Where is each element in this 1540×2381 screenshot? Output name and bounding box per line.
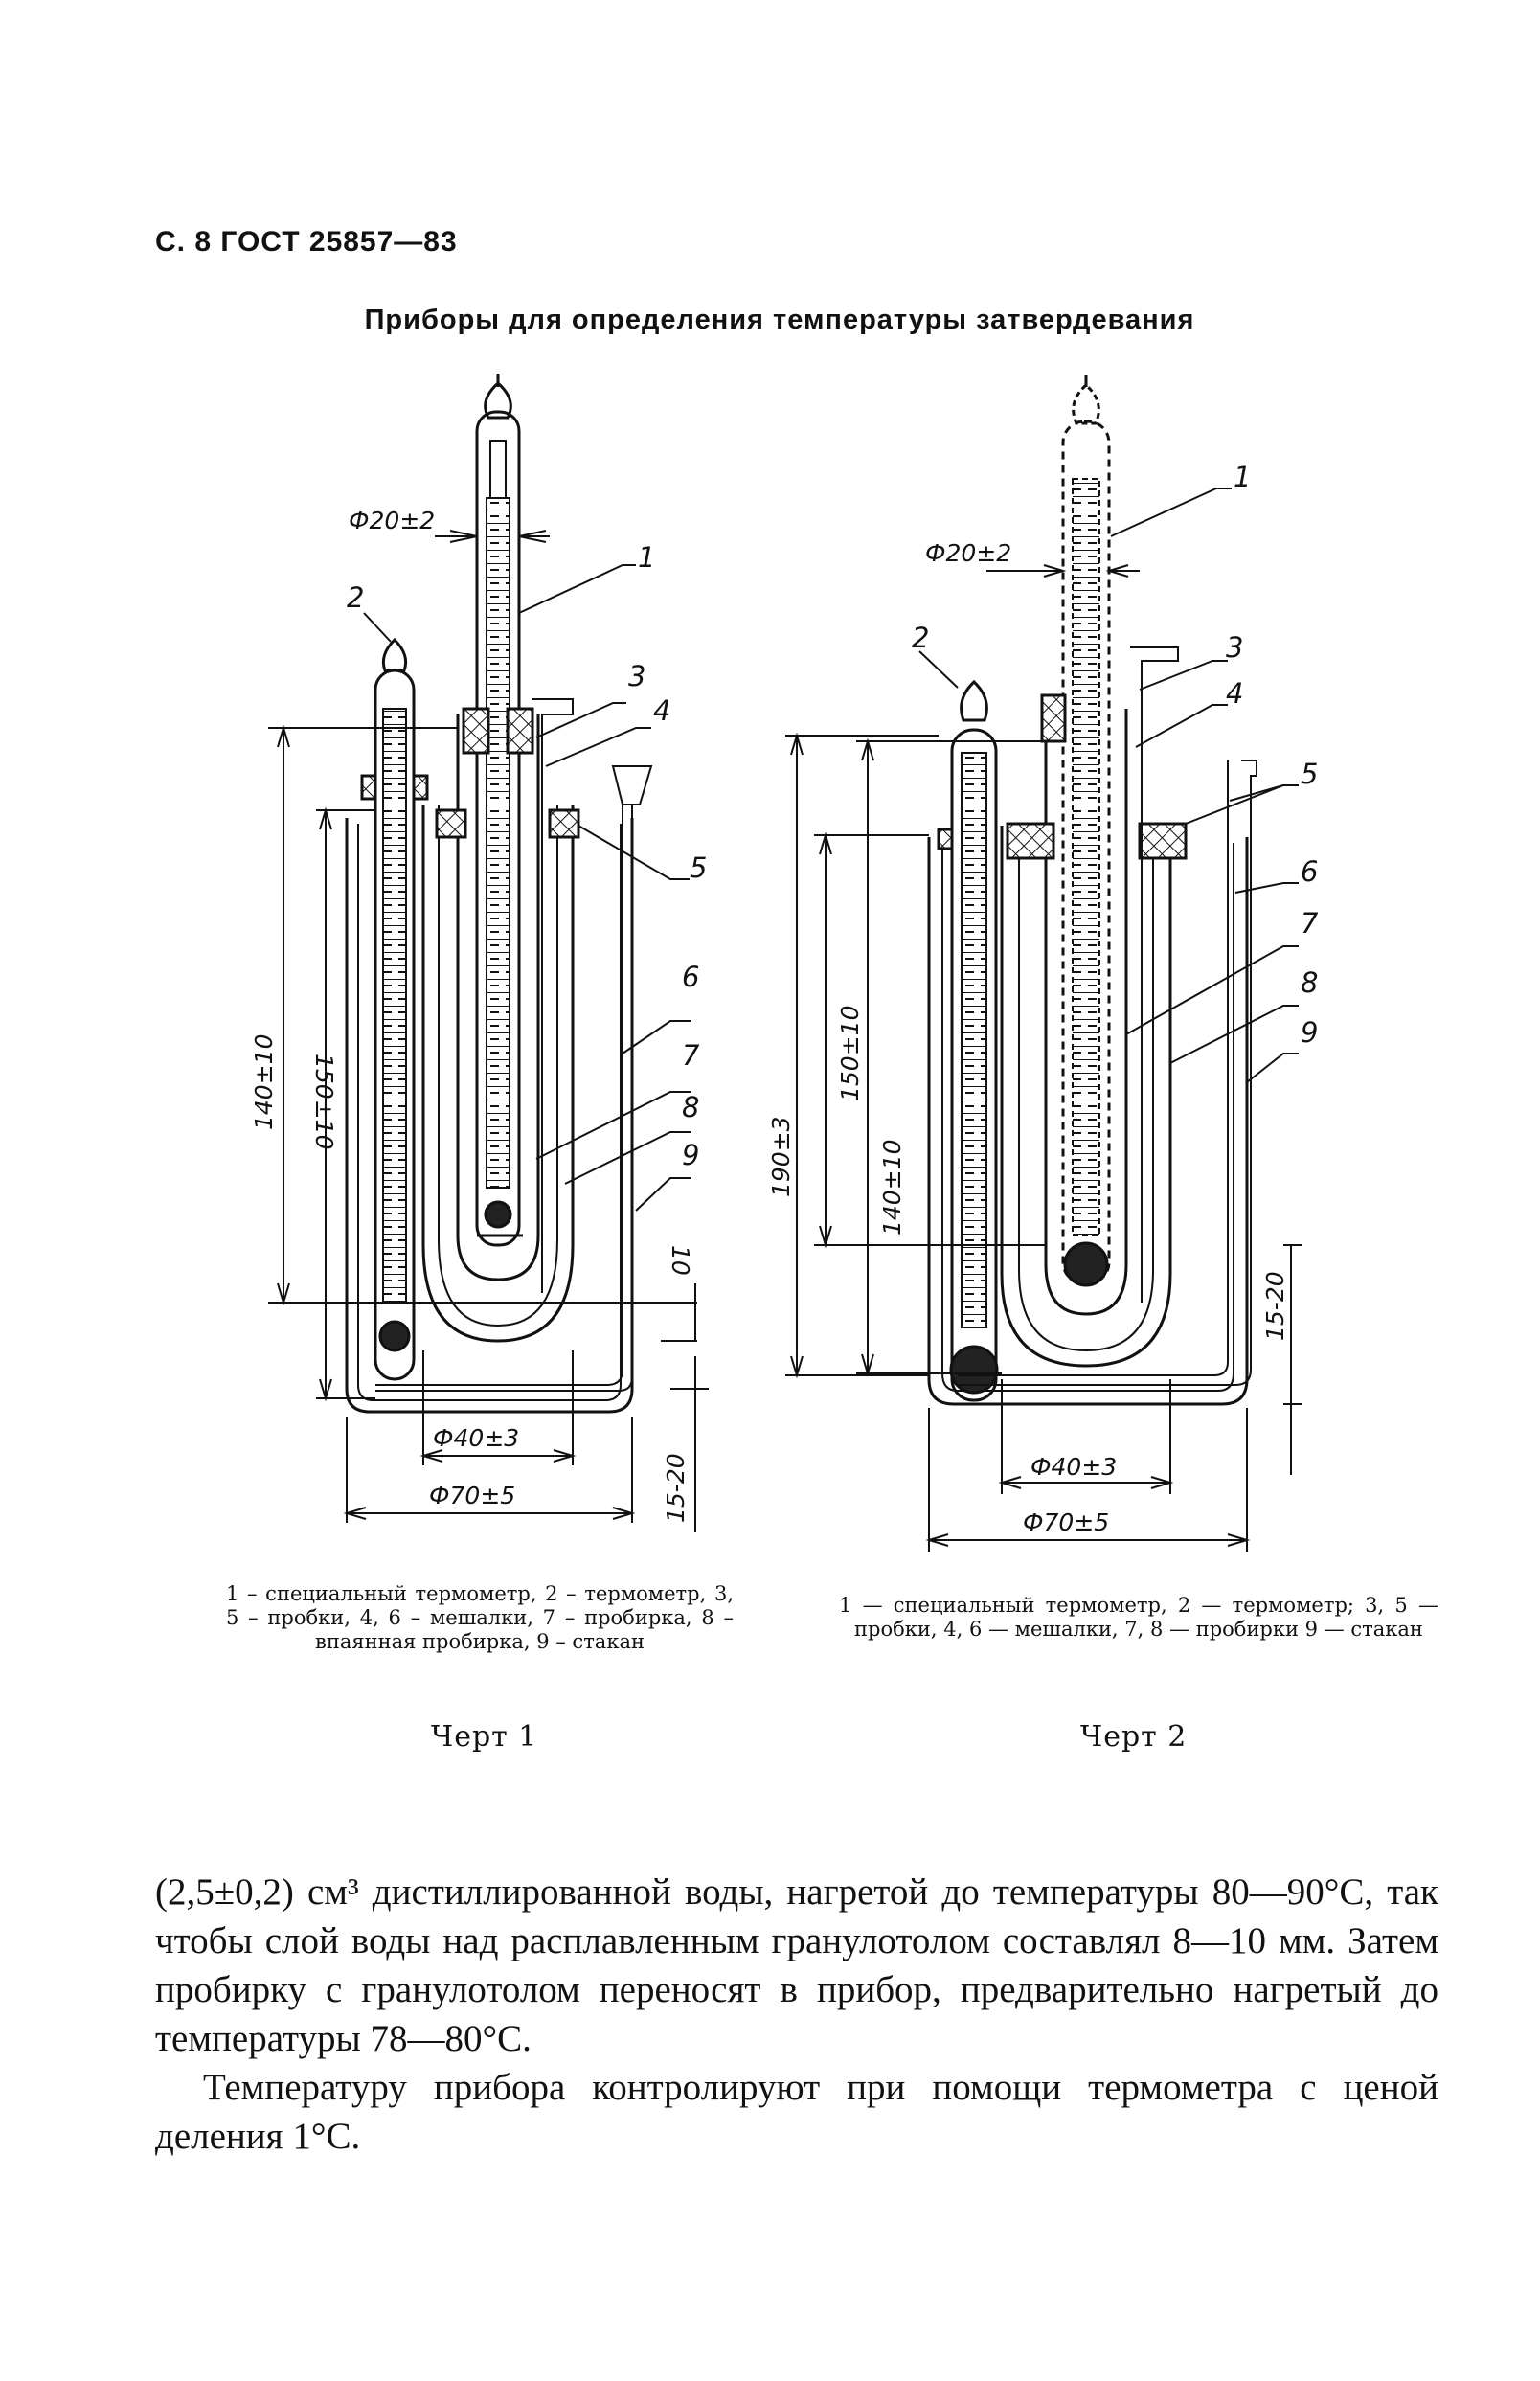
f2-cork-5: [1006, 822, 1055, 860]
f1-stirrer-4: [532, 698, 574, 1293]
body-text: (2,5±0,2) см³ дистиллированной воды, наг…: [155, 1868, 1438, 2161]
f2-tube-outer: [1000, 826, 1172, 1368]
f2-dim-top-diameter: Ф20±2: [925, 539, 1011, 567]
f2-callout-5: 5: [1301, 758, 1318, 790]
f1-callout-4: 4: [653, 694, 670, 727]
f1-callout-1: 1: [638, 541, 655, 574]
f1-dim-d70: Ф70±5: [429, 1482, 515, 1509]
f1-dim-d40: Ф40±3: [433, 1424, 519, 1452]
f2-dim-140: 140±10: [878, 1140, 906, 1236]
f1-callout-7: 7: [682, 1039, 700, 1072]
f2-dim-d40: Ф40±3: [1030, 1453, 1117, 1481]
f2-callout-2: 2: [912, 622, 929, 654]
figure2-caption: 1 — специальный термометр, 2 — термометр…: [839, 1594, 1438, 1641]
f2-beaker: [927, 837, 1249, 1406]
f2-dim-190: 190±3: [767, 1116, 795, 1197]
f1-dim-140: 140±10: [250, 1034, 278, 1130]
f2-dim-d70: Ф70±5: [1023, 1508, 1109, 1536]
figure1-caption: 1 – специальный термометр, 2 – термометр…: [226, 1582, 734, 1653]
f1-cork-5: [435, 808, 467, 839]
f1-callout-9: 9: [682, 1139, 699, 1171]
f1-thermometer-1: [475, 410, 521, 1247]
f1-dim-150: 150±10: [310, 1054, 338, 1149]
f2-callout-8: 8: [1301, 966, 1318, 999]
f2-test-tube: [1044, 709, 1128, 1316]
f2-dim-bottom: 15-20: [1261, 1271, 1289, 1341]
f2-callout-4: 4: [1226, 677, 1243, 710]
f1-cork-3: [462, 707, 490, 755]
f1-callout-6: 6: [682, 961, 699, 993]
f2-callout-1: 1: [1234, 461, 1251, 493]
f2-stirrer-6: [958, 760, 1257, 1386]
f2-cork-3: [1040, 693, 1067, 743]
f2-callout-9: 9: [1301, 1016, 1318, 1049]
f2-callout-3: 3: [1226, 631, 1243, 664]
paragraph-2: Температуру прибора контролируют при пом…: [155, 2067, 1438, 2157]
f1-dim-top-diameter: Ф20±2: [349, 507, 435, 534]
figure2-drawing: [785, 375, 1302, 1552]
figure1-drawing: [268, 374, 709, 1532]
f2-callout-6: 6: [1301, 855, 1318, 888]
f1-tube-outer: [421, 805, 575, 1343]
f1-dim-10: 10: [667, 1245, 694, 1276]
page-header: С. 8 ГОСТ 25857—83: [155, 226, 458, 258]
f1-callout-5: 5: [690, 851, 707, 884]
f1-callout-2: 2: [347, 581, 364, 614]
f1-test-tube: [456, 714, 540, 1281]
figure2-label: Черт 2: [1080, 1720, 1188, 1754]
f1-callout-8: 8: [682, 1091, 699, 1123]
figure-title: Приборы для определения температуры затв…: [364, 305, 1195, 335]
f2-dim-150: 150±10: [836, 1006, 864, 1101]
f1-stirrer-6: [611, 765, 653, 805]
figure1-label: Черт 1: [431, 1720, 538, 1754]
f2-bulb-1: [1063, 1241, 1109, 1287]
f2-thermometer-2: [950, 728, 998, 1402]
f2-stirrer-4: [1130, 646, 1179, 1303]
f2-callout-7: 7: [1301, 907, 1319, 940]
f2-bulb-2: [949, 1345, 999, 1395]
paragraph-1: (2,5±0,2) см³ дистиллированной воды, наг…: [155, 1871, 1438, 2059]
f1-dim-bottom: 15-20: [662, 1453, 690, 1523]
f1-callout-3: 3: [628, 660, 645, 692]
